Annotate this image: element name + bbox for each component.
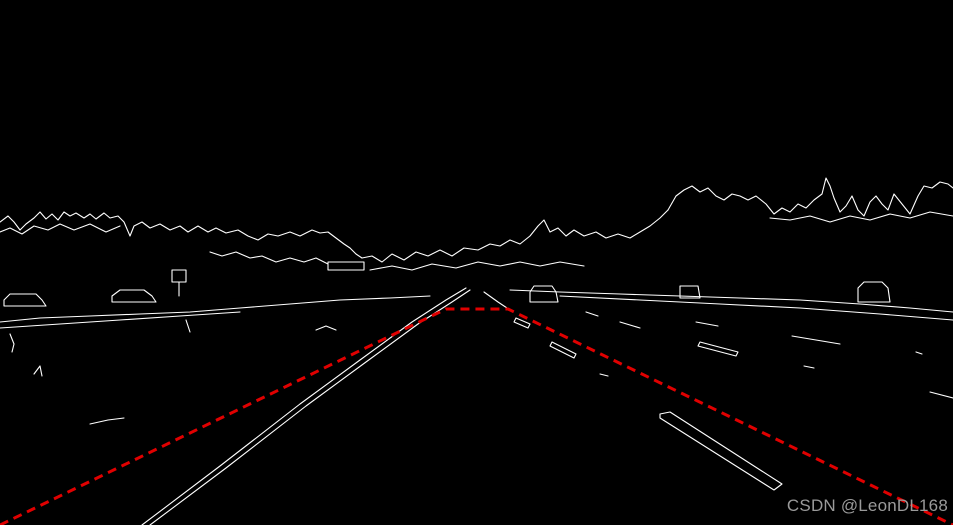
lane-dash-8-edge bbox=[929, 391, 953, 399]
sign-edge bbox=[171, 269, 187, 283]
left-shrub-edge bbox=[209, 251, 329, 265]
left-tree-lower-edge bbox=[0, 223, 121, 235]
center-building-edge bbox=[369, 261, 585, 271]
left-debris-edge bbox=[9, 333, 15, 353]
right-small-mark-2-edge bbox=[803, 365, 815, 369]
left-small-mark-edge bbox=[315, 325, 337, 331]
left-guard-rail-lower-edge bbox=[0, 311, 241, 329]
right-tree-lower-edge bbox=[769, 211, 953, 223]
left-curb-edge bbox=[185, 319, 191, 333]
left-lane-line-edge bbox=[141, 287, 467, 525]
roi-trapezoid-outline bbox=[0, 307, 953, 525]
center-billboard-edge bbox=[327, 261, 365, 271]
right-guard-rail-edge bbox=[509, 289, 953, 313]
car-right-1-edge bbox=[679, 285, 701, 299]
left-guard-rail-edge bbox=[0, 295, 431, 323]
right-tree-line-edge bbox=[667, 177, 953, 217]
lane-dash-3-edge bbox=[585, 311, 599, 317]
watermark-label: CSDN @LeonDL168 bbox=[786, 496, 948, 515]
lane-dash-2-edge bbox=[549, 341, 577, 359]
right-guard-rail-lower-edge bbox=[559, 295, 953, 321]
right-small-mark-1-edge bbox=[599, 373, 609, 377]
lane-dash-4-edge bbox=[619, 321, 641, 329]
lane-dash-5-edge bbox=[695, 321, 719, 327]
car-left-1-edge bbox=[3, 293, 47, 307]
right-lane-long-dash-edge bbox=[659, 411, 783, 491]
left-ground-edge bbox=[89, 417, 125, 425]
left-mark-edge bbox=[33, 365, 43, 377]
center-lane-stub-edge bbox=[483, 291, 511, 311]
horizon-center-edge bbox=[361, 209, 669, 263]
lane-dash-7-edge bbox=[791, 335, 841, 345]
car-right-2-edge bbox=[857, 281, 891, 303]
lane-dash-6-edge bbox=[697, 341, 739, 357]
car-center-edge bbox=[529, 285, 559, 303]
lane-dash-1-edge bbox=[513, 317, 531, 329]
left-tree-line-edge bbox=[0, 211, 363, 259]
car-left-2-edge bbox=[111, 289, 157, 303]
left-lane-line-inner-edge bbox=[149, 289, 471, 525]
right-small-mark-3-edge bbox=[915, 351, 923, 355]
